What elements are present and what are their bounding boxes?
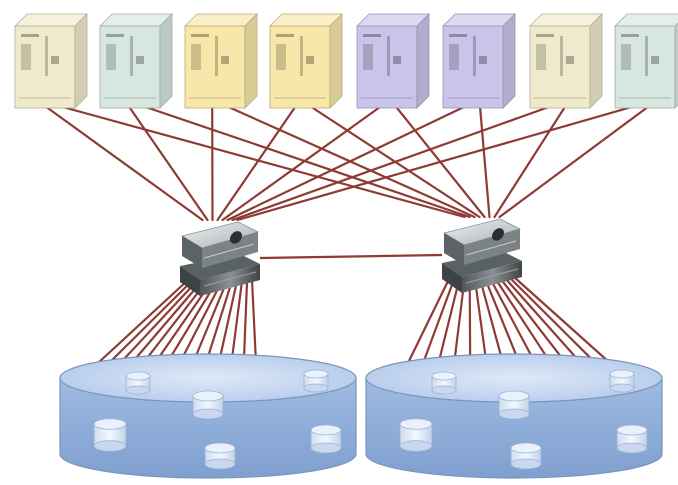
link-layer <box>41 102 653 365</box>
storage-body <box>365 377 663 479</box>
disk-icon <box>192 390 224 420</box>
disk-icon <box>616 424 648 454</box>
switch-storage-link <box>498 275 565 361</box>
switch-storage-link <box>218 278 239 361</box>
switch-storage-link <box>488 275 534 359</box>
switch-interconnect-link <box>259 253 443 260</box>
switch-storage-link <box>493 275 549 360</box>
switch-storage-link <box>503 275 581 362</box>
switch-storage-link <box>109 278 195 364</box>
disk-icon <box>204 442 236 470</box>
server-switch-link <box>220 102 476 219</box>
disk-icon <box>125 371 151 395</box>
switch-storage-link <box>133 278 204 361</box>
switch-storage-link <box>194 278 229 359</box>
server-icon <box>529 13 603 109</box>
server-switch-link <box>126 102 209 222</box>
switch-storage-link <box>478 275 503 358</box>
switch-storage-link <box>473 275 487 359</box>
switch-port-icon <box>230 231 242 244</box>
switch-storage-link <box>206 278 234 360</box>
server-icon <box>184 13 258 109</box>
disk-icon <box>310 424 342 454</box>
switch-storage-link <box>250 278 258 365</box>
switch-storage-link <box>121 278 199 362</box>
switch-storage-link <box>437 275 461 362</box>
server-switch-link <box>226 102 472 222</box>
network-switch-icon <box>180 221 260 296</box>
server-icon <box>269 13 343 109</box>
switch-storage-link <box>230 278 244 362</box>
switch-storage-link <box>512 275 612 365</box>
server-switch-link <box>478 102 491 219</box>
server-switch-link <box>135 102 471 219</box>
storage-array-icon <box>365 353 663 479</box>
server-switch-link <box>216 102 299 222</box>
server-switch-link <box>305 102 481 219</box>
switch-storage-link <box>406 275 452 365</box>
switch-storage-link <box>96 278 190 365</box>
disk-icon <box>399 418 433 452</box>
disk-icon <box>498 390 530 420</box>
server-switch-link <box>236 102 644 222</box>
server-icon <box>99 13 173 109</box>
switch-storage-link <box>507 275 596 364</box>
server-icon <box>442 13 516 109</box>
network-switch-icon <box>442 218 522 293</box>
server-switch-link <box>221 102 386 222</box>
disk-icon <box>609 369 635 393</box>
storage-array-icon <box>59 353 357 479</box>
storage-layer <box>59 353 663 479</box>
server-switch-link <box>41 102 204 222</box>
disk-icon <box>93 418 127 452</box>
switch-port-icon <box>492 228 504 241</box>
server-icon <box>14 13 88 109</box>
disk-icon <box>510 442 542 470</box>
server-switch-link <box>392 102 486 219</box>
switch-storage-link <box>422 275 457 364</box>
server-icon <box>356 13 430 109</box>
switch-storage-link <box>181 278 224 358</box>
server-switch-link <box>231 102 559 222</box>
switch-storage-link <box>483 275 518 358</box>
disk-icon <box>303 369 329 393</box>
disk-icon <box>431 371 457 395</box>
switch-storage-link <box>242 278 249 364</box>
switch-layer <box>180 218 522 296</box>
storage-body <box>59 377 357 479</box>
server-switch-link <box>498 102 653 219</box>
server-layer <box>14 13 678 109</box>
server-icon <box>614 13 678 109</box>
server-switch-link <box>493 102 568 219</box>
